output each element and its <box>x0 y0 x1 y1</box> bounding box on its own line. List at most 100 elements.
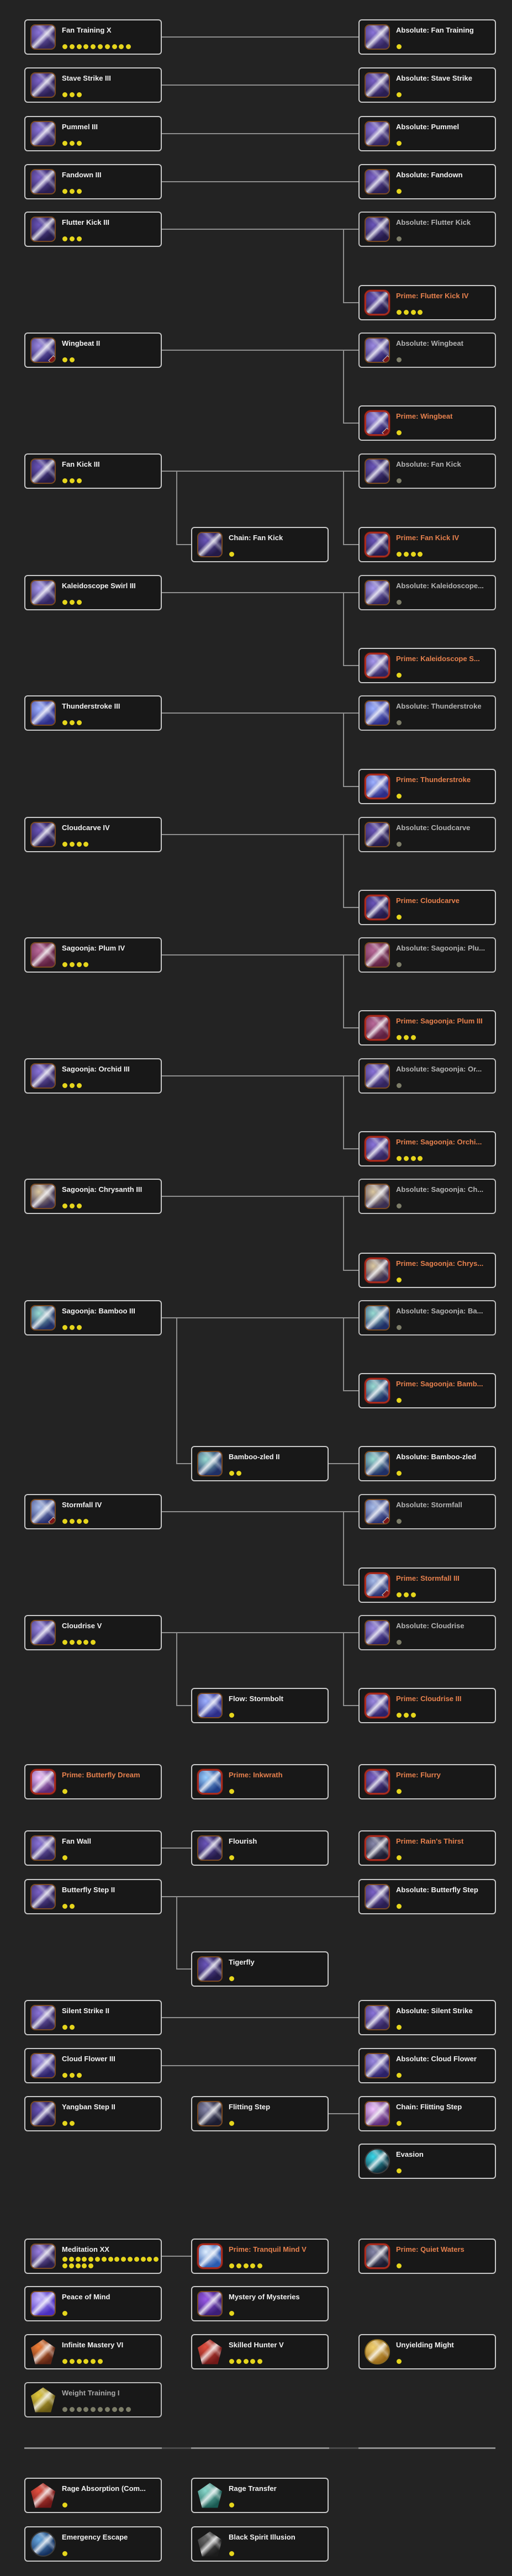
skill-box-stave-strike-iii[interactable]: Stave Strike III <box>24 67 162 103</box>
skill-box-prime-sagoonja-bamboo[interactable]: Prime: Sagoonja: Bamb... <box>358 1373 496 1408</box>
skill-box-abs-silent-strike[interactable]: Absolute: Silent Strike <box>358 2000 496 2035</box>
skill-icon <box>30 217 56 242</box>
skill-point-dot <box>62 92 67 97</box>
skill-box-abs-thunderstroke[interactable]: Absolute: Thunderstroke <box>358 695 496 731</box>
skill-box-flow-stormbolt[interactable]: Flow: Stormbolt <box>191 1688 329 1723</box>
skill-box-cloudrise-v[interactable]: Cloudrise V <box>24 1615 162 1650</box>
skill-box-abs-sagoonja-chrysanth[interactable]: Absolute: Sagoonja: Ch... <box>358 1179 496 1214</box>
skill-box-abs-fan-training[interactable]: Absolute: Fan Training <box>358 19 496 55</box>
skill-box-abs-cloudrise[interactable]: Absolute: Cloudrise <box>358 1615 496 1650</box>
skill-box-sagoonja-bamboo-iii[interactable]: Sagoonja: Bamboo III <box>24 1300 162 1335</box>
skill-icon <box>30 580 56 605</box>
skill-box-sagoonja-plum-iv[interactable]: Sagoonja: Plum IV <box>24 937 162 973</box>
skill-points <box>62 1083 161 1088</box>
skill-box-prime-fan-kick-iv[interactable]: Prime: Fan Kick IV <box>358 527 496 562</box>
skill-box-sagoonja-orchid-iii[interactable]: Sagoonja: Orchid III <box>24 1058 162 1094</box>
skill-box-abs-cloud-flower[interactable]: Absolute: Cloud Flower <box>358 2048 496 2083</box>
skill-box-prime-cloudrise-iii[interactable]: Prime: Cloudrise III <box>358 1688 496 1723</box>
skill-box-prime-butterfly-dream[interactable]: Prime: Butterfly Dream <box>24 1764 162 1799</box>
skill-box-abs-stave-strike[interactable]: Absolute: Stave Strike <box>358 67 496 103</box>
skill-box-prime-flutter-kick-iv[interactable]: Prime: Flutter Kick IV <box>358 285 496 320</box>
skill-box-rage-transfer[interactable]: Rage Transfer <box>191 2478 329 2513</box>
skill-box-infinite-mastery-vi[interactable]: Infinite Mastery VI <box>24 2334 162 2369</box>
skill-box-peace-of-mind[interactable]: Peace of Mind <box>24 2286 162 2321</box>
skill-box-fandown-iii[interactable]: Fandown III <box>24 164 162 199</box>
skill-box-fan-kick-iii[interactable]: Fan Kick III <box>24 453 162 489</box>
skill-box-unyielding-might[interactable]: Unyielding Might <box>358 2334 496 2369</box>
skill-box-tigerfly[interactable]: Tigerfly <box>191 1951 329 1987</box>
skill-box-fan-training-x[interactable]: Fan Training X <box>24 19 162 55</box>
skill-box-prime-flurry[interactable]: Prime: Flurry <box>358 1764 496 1799</box>
skill-points <box>397 1789 495 1794</box>
skill-icon <box>197 1693 223 1718</box>
skill-box-black-spirit-illusion[interactable]: Black Spirit Illusion <box>191 2526 329 2562</box>
skill-box-prime-sagoonja-chrysanth[interactable]: Prime: Sagoonja: Chrys... <box>358 1253 496 1288</box>
skill-box-prime-sagoonja-orchid[interactable]: Prime: Sagoonja: Orchi... <box>358 1131 496 1166</box>
skill-box-abs-fandown[interactable]: Absolute: Fandown <box>358 164 496 199</box>
skill-point-dot <box>62 1325 67 1330</box>
skill-points <box>62 2121 161 2126</box>
skill-box-prime-tranquil-mind-v[interactable]: Prime: Tranquil Mind V <box>191 2239 329 2274</box>
skill-box-flourish[interactable]: Flourish <box>191 1830 329 1866</box>
skill-icon <box>30 700 56 726</box>
skill-box-prime-inkwrath[interactable]: Prime: Inkwrath <box>191 1764 329 1799</box>
skill-box-prime-cloudcarve[interactable]: Prime: Cloudcarve <box>358 890 496 925</box>
skill-points <box>397 92 495 97</box>
skill-box-chain-fan-kick[interactable]: Chain: Fan Kick <box>191 527 329 562</box>
skill-box-prime-thunderstroke[interactable]: Prime: Thunderstroke <box>358 769 496 804</box>
skill-box-abs-sagoonja-orchid[interactable]: Absolute: Sagoonja: Or... <box>358 1058 496 1094</box>
skill-box-prime-sagoonja-plum-iii[interactable]: Prime: Sagoonja: Plum III <box>358 1010 496 1046</box>
skill-box-rage-absorption[interactable]: Rage Absorption (Com... <box>24 2478 162 2513</box>
skill-box-flutter-kick-iii[interactable]: Flutter Kick III <box>24 212 162 247</box>
skill-box-abs-pummel[interactable]: Absolute: Pummel <box>358 116 496 151</box>
skill-box-meditation-xx[interactable]: Meditation XX <box>24 2239 162 2274</box>
skill-box-silent-strike-ii[interactable]: Silent Strike II <box>24 2000 162 2035</box>
skill-box-chain-flitting-step[interactable]: Chain: Flitting Step <box>358 2096 496 2131</box>
skill-point-dot <box>76 2359 82 2364</box>
skill-point-dot <box>403 1035 409 1040</box>
skill-box-prime-rains-thirst[interactable]: Prime: Rain's Thirst <box>358 1830 496 1866</box>
skill-box-abs-flutter-kick[interactable]: Absolute: Flutter Kick <box>358 212 496 247</box>
skill-box-cloud-flower-iii[interactable]: Cloud Flower III <box>24 2048 162 2083</box>
skill-box-abs-butterfly-step[interactable]: Absolute: Butterfly Step <box>358 1879 496 1914</box>
skill-icon <box>365 1015 390 1041</box>
skill-box-prime-wingbeat[interactable]: Prime: Wingbeat <box>358 405 496 441</box>
skill-icon <box>365 895 390 920</box>
skill-box-abs-cloudcarve[interactable]: Absolute: Cloudcarve <box>358 817 496 852</box>
skill-box-skilled-hunter-v[interactable]: Skilled Hunter V <box>191 2334 329 2369</box>
skill-box-wingbeat-ii[interactable]: Wingbeat II <box>24 332 162 368</box>
skill-box-stormfall-iv[interactable]: Stormfall IV <box>24 1494 162 1529</box>
skill-box-abs-sagoonja-plum[interactable]: Absolute: Sagoonja: Plu... <box>358 937 496 973</box>
connector-line <box>162 1317 358 1318</box>
skill-box-kaleidoscope-swirl-iii[interactable]: Kaleidoscope Swirl III <box>24 575 162 610</box>
skill-box-mystery-of-mysteries[interactable]: Mystery of Mysteries <box>191 2286 329 2321</box>
skill-box-bamboo-zled-ii[interactable]: Bamboo-zled II <box>191 1446 329 1481</box>
skill-box-sagoonja-chrysanth-iii[interactable]: Sagoonja: Chrysanth III <box>24 1179 162 1214</box>
skill-point-dot <box>69 2025 75 2030</box>
skill-box-prime-quiet-waters[interactable]: Prime: Quiet Waters <box>358 2239 496 2274</box>
skill-box-fan-wall[interactable]: Fan Wall <box>24 1830 162 1866</box>
skill-box-abs-wingbeat[interactable]: Absolute: Wingbeat <box>358 332 496 368</box>
skill-point-dot <box>127 2257 133 2262</box>
skill-box-prime-kaleidoscope[interactable]: Prime: Kaleidoscope S... <box>358 648 496 683</box>
skill-box-prime-stormfall-iii[interactable]: Prime: Stormfall III <box>358 1567 496 1603</box>
skill-box-yangban-step-ii[interactable]: Yangban Step II <box>24 2096 162 2131</box>
skill-point-dot <box>76 44 82 49</box>
skill-box-flitting-step[interactable]: Flitting Step <box>191 2096 329 2131</box>
skill-box-abs-fan-kick[interactable]: Absolute: Fan Kick <box>358 453 496 489</box>
skill-name: Rage Absorption (Com... <box>62 2484 146 2493</box>
skill-box-abs-stormfall[interactable]: Absolute: Stormfall <box>358 1494 496 1529</box>
skill-name: Prime: Flurry <box>396 1771 441 1779</box>
skill-box-cloudcarve-iv[interactable]: Cloudcarve IV <box>24 817 162 852</box>
skill-box-abs-bamboo-zled[interactable]: Absolute: Bamboo-zled <box>358 1446 496 1481</box>
skill-box-abs-sagoonja-bamboo[interactable]: Absolute: Sagoonja: Ba... <box>358 1300 496 1335</box>
skill-box-butterfly-step-ii[interactable]: Butterfly Step II <box>24 1879 162 1914</box>
skill-box-abs-kaleidoscope[interactable]: Absolute: Kaleidoscope... <box>358 575 496 610</box>
skill-box-thunderstroke-iii[interactable]: Thunderstroke III <box>24 695 162 731</box>
skill-box-pummel-iii[interactable]: Pummel III <box>24 116 162 151</box>
skill-box-emergency-escape[interactable]: Emergency Escape <box>24 2526 162 2562</box>
connector-line <box>329 1463 358 1464</box>
skill-box-evasion[interactable]: Evasion <box>358 2144 496 2179</box>
skill-box-weight-training-i[interactable]: Weight Training I <box>24 2382 162 2417</box>
skill-name: Thunderstroke III <box>62 702 120 710</box>
